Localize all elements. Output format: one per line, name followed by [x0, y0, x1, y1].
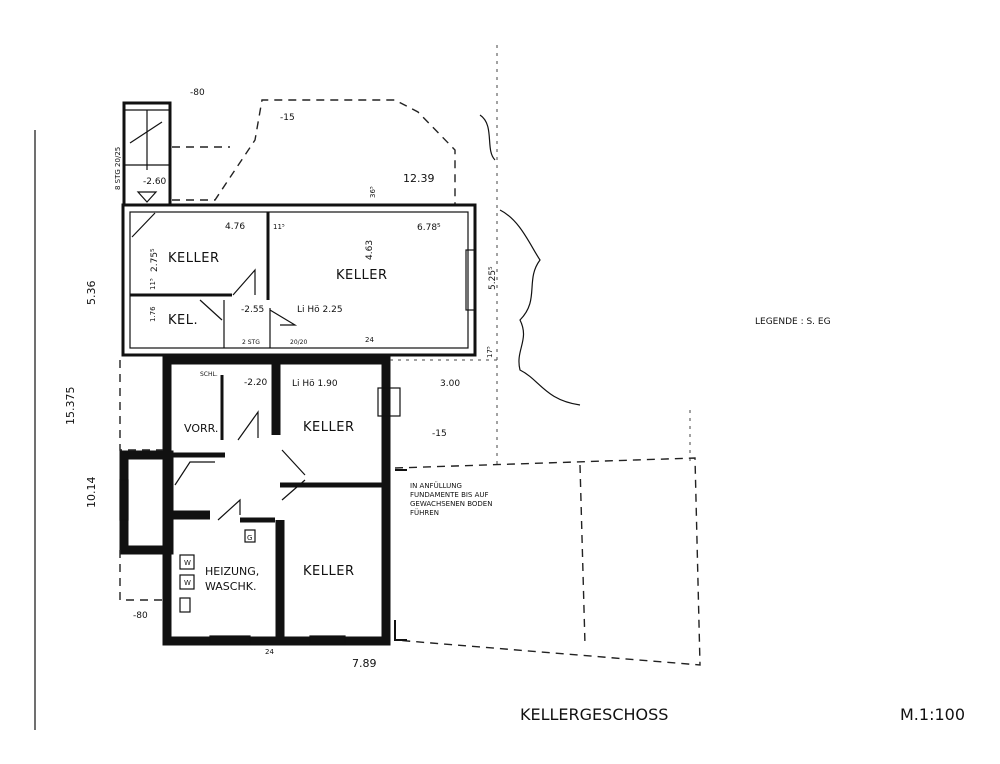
note-inner-stairs: 2 STG: [242, 339, 260, 346]
gas-meter-g: G: [247, 534, 252, 542]
dim-lower-height: 10.14: [85, 477, 98, 509]
yard-area: [390, 359, 701, 666]
level-terrace: -15: [280, 113, 295, 123]
dim-east-depth: 5.25⁵: [488, 266, 498, 290]
note-fill-4: FÜHREN: [410, 508, 439, 517]
level-hall: -2.55: [241, 305, 264, 315]
room-waschk: WASCHK.: [205, 580, 256, 593]
dim-wall-24: 24: [365, 336, 374, 344]
outer-stair: [122, 101, 172, 207]
room-keller-nw: KELLER: [168, 251, 219, 266]
room-kel: KEL.: [168, 313, 198, 328]
dim-bottom-width: 7.89: [352, 657, 377, 670]
hedge-line: [479, 114, 581, 406]
dim-wall-11a: 11⁵: [273, 223, 285, 231]
terrace-outline: [172, 99, 456, 205]
room-heizung: HEIZUNG,: [205, 565, 259, 578]
note-clear-height-2: Li Hö 1.90: [292, 379, 338, 389]
sw-entry: [119, 550, 165, 601]
dim-ne-width: 6.78⁵: [417, 223, 441, 233]
legend-note: LEGENDE : S. EG: [755, 317, 831, 327]
dim-total-height: 15.375: [64, 387, 77, 426]
dim-wall-36: 36⁵: [369, 186, 377, 198]
dim-wall-11b: 11⁵: [149, 278, 157, 290]
room-keller-mid: KELLER: [303, 420, 354, 435]
lower-block-walls: [119, 355, 401, 646]
upper-block-walls: [121, 203, 477, 357]
boiler-w1: W: [184, 559, 191, 567]
note-outer-stairs: 8 STG 20/25: [114, 147, 122, 190]
plan-scale: M.1:100: [900, 705, 965, 724]
note-fill-2: FUNDAMENTE BIS AUF: [410, 491, 489, 499]
room-keller-ne: KELLER: [336, 268, 387, 283]
dim-nw-depth: 2.75⁵: [150, 248, 160, 272]
dim-nw-width: 4.76: [225, 222, 245, 232]
dim-yard-width: 3.00: [440, 379, 460, 389]
room-keller-se: KELLER: [303, 564, 354, 579]
level-top: -80: [190, 88, 205, 98]
dim-terrace-width: 12.39: [403, 172, 435, 185]
light-well: [119, 360, 163, 451]
dim-wall-17: 17⁵: [486, 346, 494, 358]
dim-kel-depth: 1.76: [149, 306, 157, 322]
dim-ne-depth: 4.63: [365, 240, 375, 260]
level-stair: -2.60: [143, 177, 167, 187]
level-sw: -80: [133, 611, 148, 621]
boiler-w2: W: [184, 579, 191, 587]
plan-title: KELLERGESCHOSS: [520, 705, 668, 724]
note-fill-1: IN ANFÜLLUNG: [410, 481, 462, 490]
note-clear-height-1: Li Hö 2.25: [297, 305, 343, 315]
note-fill-3: GEWACHSENEN BODEN: [410, 500, 492, 508]
note-stair-size: 20/20: [290, 339, 307, 346]
room-schl: SCHL.: [200, 371, 218, 378]
level-vorr: -2.20: [244, 378, 268, 388]
dim-bottom-wall: 24: [265, 648, 274, 656]
level-yard: -15: [432, 429, 447, 439]
dim-upper-height: 5.36: [85, 281, 98, 306]
room-vorr: VORR.: [184, 422, 218, 435]
